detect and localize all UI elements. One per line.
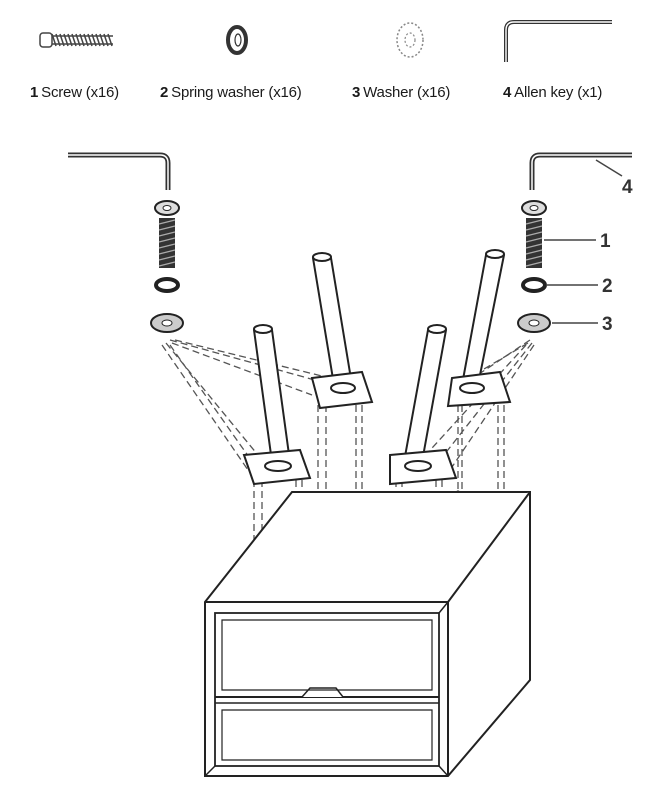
leg-front-left xyxy=(242,324,312,486)
washer-icon xyxy=(396,22,424,58)
screw-icon xyxy=(39,32,113,48)
part-name: Screw (x16) xyxy=(41,84,119,101)
callout-2: 2 xyxy=(602,276,613,297)
allen-key-left xyxy=(68,152,171,190)
right-fastener-stack xyxy=(517,200,551,333)
cabinet xyxy=(204,491,531,777)
callout-1: 1 xyxy=(600,231,611,252)
callout-3: 3 xyxy=(602,314,613,335)
callout-leaders xyxy=(544,159,623,324)
callout-4: 4 xyxy=(622,177,633,198)
part-name: Spring washer (x16) xyxy=(171,84,302,101)
spring-washer-icon xyxy=(226,25,248,55)
part-number: 1 xyxy=(30,84,39,101)
leg-front-right xyxy=(389,324,458,486)
part-number: 3 xyxy=(352,84,361,101)
part-name: Allen key (x1) xyxy=(514,84,603,101)
allen-key-right xyxy=(529,152,632,190)
left-fastener-stack xyxy=(150,200,184,333)
part-name: Washer (x16) xyxy=(363,84,451,101)
leg-back-left xyxy=(310,252,374,410)
part-number: 4 xyxy=(503,84,512,101)
leg-back-right xyxy=(446,249,512,408)
part-number: 2 xyxy=(160,84,169,101)
allen-key-icon xyxy=(504,20,612,62)
